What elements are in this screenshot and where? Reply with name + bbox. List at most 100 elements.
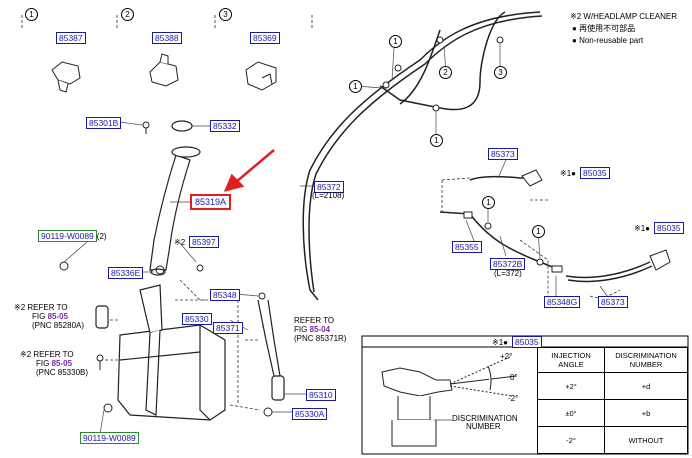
ref-line-2: FIG 85-05 — [14, 312, 84, 321]
highlight-arrow — [223, 149, 275, 192]
callout-1: 1 — [25, 8, 38, 21]
clip-85369-icon — [245, 61, 277, 91]
length-85372B: (L=372) — [494, 269, 522, 278]
cell-number: WITHOUT — [604, 426, 688, 454]
part-label-85310[interactable]: 85310 — [306, 389, 336, 401]
part-label-85373-upper[interactable]: 85373 — [488, 148, 518, 160]
part-label-85371[interactable]: 85371 — [213, 322, 243, 334]
nozzle-icons — [463, 169, 671, 273]
callout-3: 3 — [219, 8, 232, 21]
ref-line-1: REFER TO — [294, 316, 335, 325]
ref-line-1: ※2 REFER TO — [20, 350, 88, 359]
part-label-85372B[interactable]: 85372B — [490, 258, 526, 270]
part-label-90119-lower[interactable]: 90119-W0089 — [80, 432, 139, 444]
hose-callout-1a: 1 — [389, 35, 402, 48]
table-row: +2° +d — [537, 372, 688, 400]
hose-callout-1b: 1 — [349, 80, 362, 93]
part-label-85372[interactable]: 85372 — [314, 181, 344, 193]
discrimination-table: INJECTION ANGLE DISCRIMINATION NUMBER +2… — [537, 347, 688, 454]
ref-line-1: ※2 REFER TO — [14, 303, 84, 312]
note-title: ※2 W/HEADLAMP CLEANER — [570, 12, 678, 21]
ref-fig-prefix: FIG — [294, 325, 310, 334]
table-row: -2° WITHOUT — [537, 426, 688, 454]
note-bullet-1: ● 再使用不可部品 — [572, 24, 635, 34]
washer-filler-neck-icon — [149, 120, 201, 276]
clip-85388-icon — [149, 53, 179, 87]
angle-label-minus2: -2° — [508, 394, 519, 403]
ref-line-3: (PNC 85280A) — [32, 321, 85, 330]
part-label-85035-c[interactable]: 85035 — [512, 336, 542, 348]
part-label-85373-lower[interactable]: 85373 — [598, 296, 628, 308]
ref-refer-to: REFER TO — [27, 303, 68, 312]
part-qty-90119-upper: (2) — [96, 232, 107, 241]
cell-number: +b — [604, 399, 688, 427]
angle-label-plus2: +2° — [500, 352, 513, 361]
part-label-85330[interactable]: 85330 — [182, 313, 212, 325]
ref-line-2: FIG 85-05 — [20, 359, 88, 368]
part-label-85387[interactable]: 85387 — [56, 32, 86, 44]
note-bullet-1-text: 再使用不可部品 — [579, 24, 636, 33]
hose-85373-lower — [565, 261, 653, 283]
ref-fig-prefix: FIG — [32, 312, 48, 321]
fig-link-85-05-a[interactable]: 85-05 — [47, 312, 69, 321]
ref-line-3: (PNC 85371R) — [294, 334, 347, 343]
part-label-85397[interactable]: 85397 — [189, 236, 219, 248]
ref-note-85330B: ※2 REFER TO FIG 85-05 (PNC 85330B) — [20, 350, 88, 377]
ref-fig-prefix: FIG — [36, 359, 52, 368]
callout-2: 2 — [121, 8, 134, 21]
fig-link-85-04[interactable]: 85-04 — [309, 325, 331, 334]
bullet-icon: ● — [572, 36, 577, 45]
angle-label-zero: 0° — [510, 373, 518, 382]
fasteners-icon — [59, 121, 273, 417]
part-label-85319A[interactable]: 85319A — [190, 194, 232, 210]
part-label-85388[interactable]: 85388 — [152, 32, 182, 44]
part-label-85301B[interactable]: 85301B — [86, 117, 122, 129]
part-label-90119-upper-group: 90119-W0089(2) — [38, 230, 107, 242]
part-label-85355[interactable]: 85355 — [452, 241, 482, 253]
hose-callout-3: 3 — [494, 66, 507, 79]
part-label-85035-a[interactable]: 85035 — [580, 167, 610, 179]
fig-link-85-05-b[interactable]: 85-05 — [51, 359, 73, 368]
ref-prefix: ※2 — [20, 350, 32, 359]
hose-callout-1c: 1 — [430, 134, 443, 147]
col-injection-angle: INJECTION ANGLE — [537, 347, 605, 373]
cell-angle: +2° — [537, 372, 605, 400]
disc-label-line-2: NUMBER — [466, 422, 501, 431]
nozzle-detail-icon — [381, 355, 517, 447]
note-bullet-2-text: Non-reusable part — [579, 36, 644, 45]
prefix-85035-c: ※1● — [492, 338, 508, 347]
washer-tank-icon — [117, 284, 226, 421]
hose-callout-2: 2 — [439, 66, 452, 79]
hose-callout-1d: 1 — [482, 196, 495, 209]
ref-prefix: ※2 — [14, 303, 26, 312]
disc-label-line-1: DISCRIMINATION — [452, 414, 518, 423]
length-85372: (L=2108) — [312, 191, 345, 200]
part-label-85348G[interactable]: 85348G — [544, 296, 581, 308]
table-row: ±0° +b — [537, 399, 688, 427]
washer-pump-icon — [95, 299, 285, 401]
part-label-85348[interactable]: 85348 — [210, 289, 240, 301]
clip-detail-frames — [21, 15, 313, 30]
part-label-85332[interactable]: 85332 — [210, 120, 240, 132]
cell-number: +d — [604, 372, 688, 400]
hose-clips — [382, 36, 544, 266]
ref-note-85280A: ※2 REFER TO FIG 85-05 (PNC 85280A) — [14, 303, 84, 330]
dashed-leaders — [100, 177, 621, 411]
clip-85387-icon — [51, 61, 81, 93]
col-discrimination-number: DISCRIMINATION NUMBER — [604, 347, 688, 373]
ref-refer-to: REFER TO — [33, 350, 74, 359]
ref-note-85371R: REFER TO FIG 85-04 (PNC 85371R) — [294, 316, 346, 343]
discrimination-number-label: DISCRIMINATION NUMBER — [452, 415, 518, 431]
note-bullet-2: ● Non-reusable part — [572, 36, 643, 46]
prefix-85397: ※2 — [174, 238, 186, 247]
part-label-85369[interactable]: 85369 — [250, 32, 280, 44]
bullet-icon: ● — [572, 24, 577, 33]
part-label-85330A[interactable]: 85330A — [292, 408, 328, 420]
part-label-85336E[interactable]: 85336E — [108, 267, 144, 279]
washer-hose-85372 — [302, 11, 543, 301]
prefix-85035-b: ※1● — [634, 224, 650, 233]
part-label-85035-b[interactable]: 85035 — [654, 222, 684, 234]
part-label-90119-upper[interactable]: 90119-W0089 — [38, 230, 97, 242]
ref-line-3: (PNC 85330B) — [36, 368, 89, 377]
